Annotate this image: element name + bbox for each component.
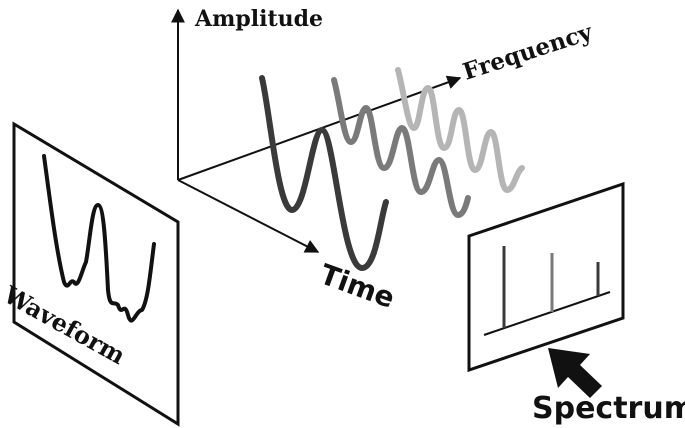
spectrum-label: Spectrum [532, 391, 685, 426]
sine-wave-mid-frequency [331, 77, 471, 218]
waveform-frame [12, 121, 180, 427]
sine-wave-high-frequency [395, 67, 525, 193]
spectrum-frame [467, 181, 625, 373]
sine-wave-low-frequency [259, 75, 389, 271]
pointer-arrow-icon [548, 348, 602, 398]
spectrum-panel [467, 181, 625, 373]
frequency-label: Frequency [460, 18, 597, 85]
amplitude-label: Amplitude [194, 6, 323, 32]
waveform-panel [12, 121, 180, 427]
component-waves [259, 67, 525, 271]
time-axis [177, 179, 320, 253]
waveform-trace [42, 154, 156, 323]
